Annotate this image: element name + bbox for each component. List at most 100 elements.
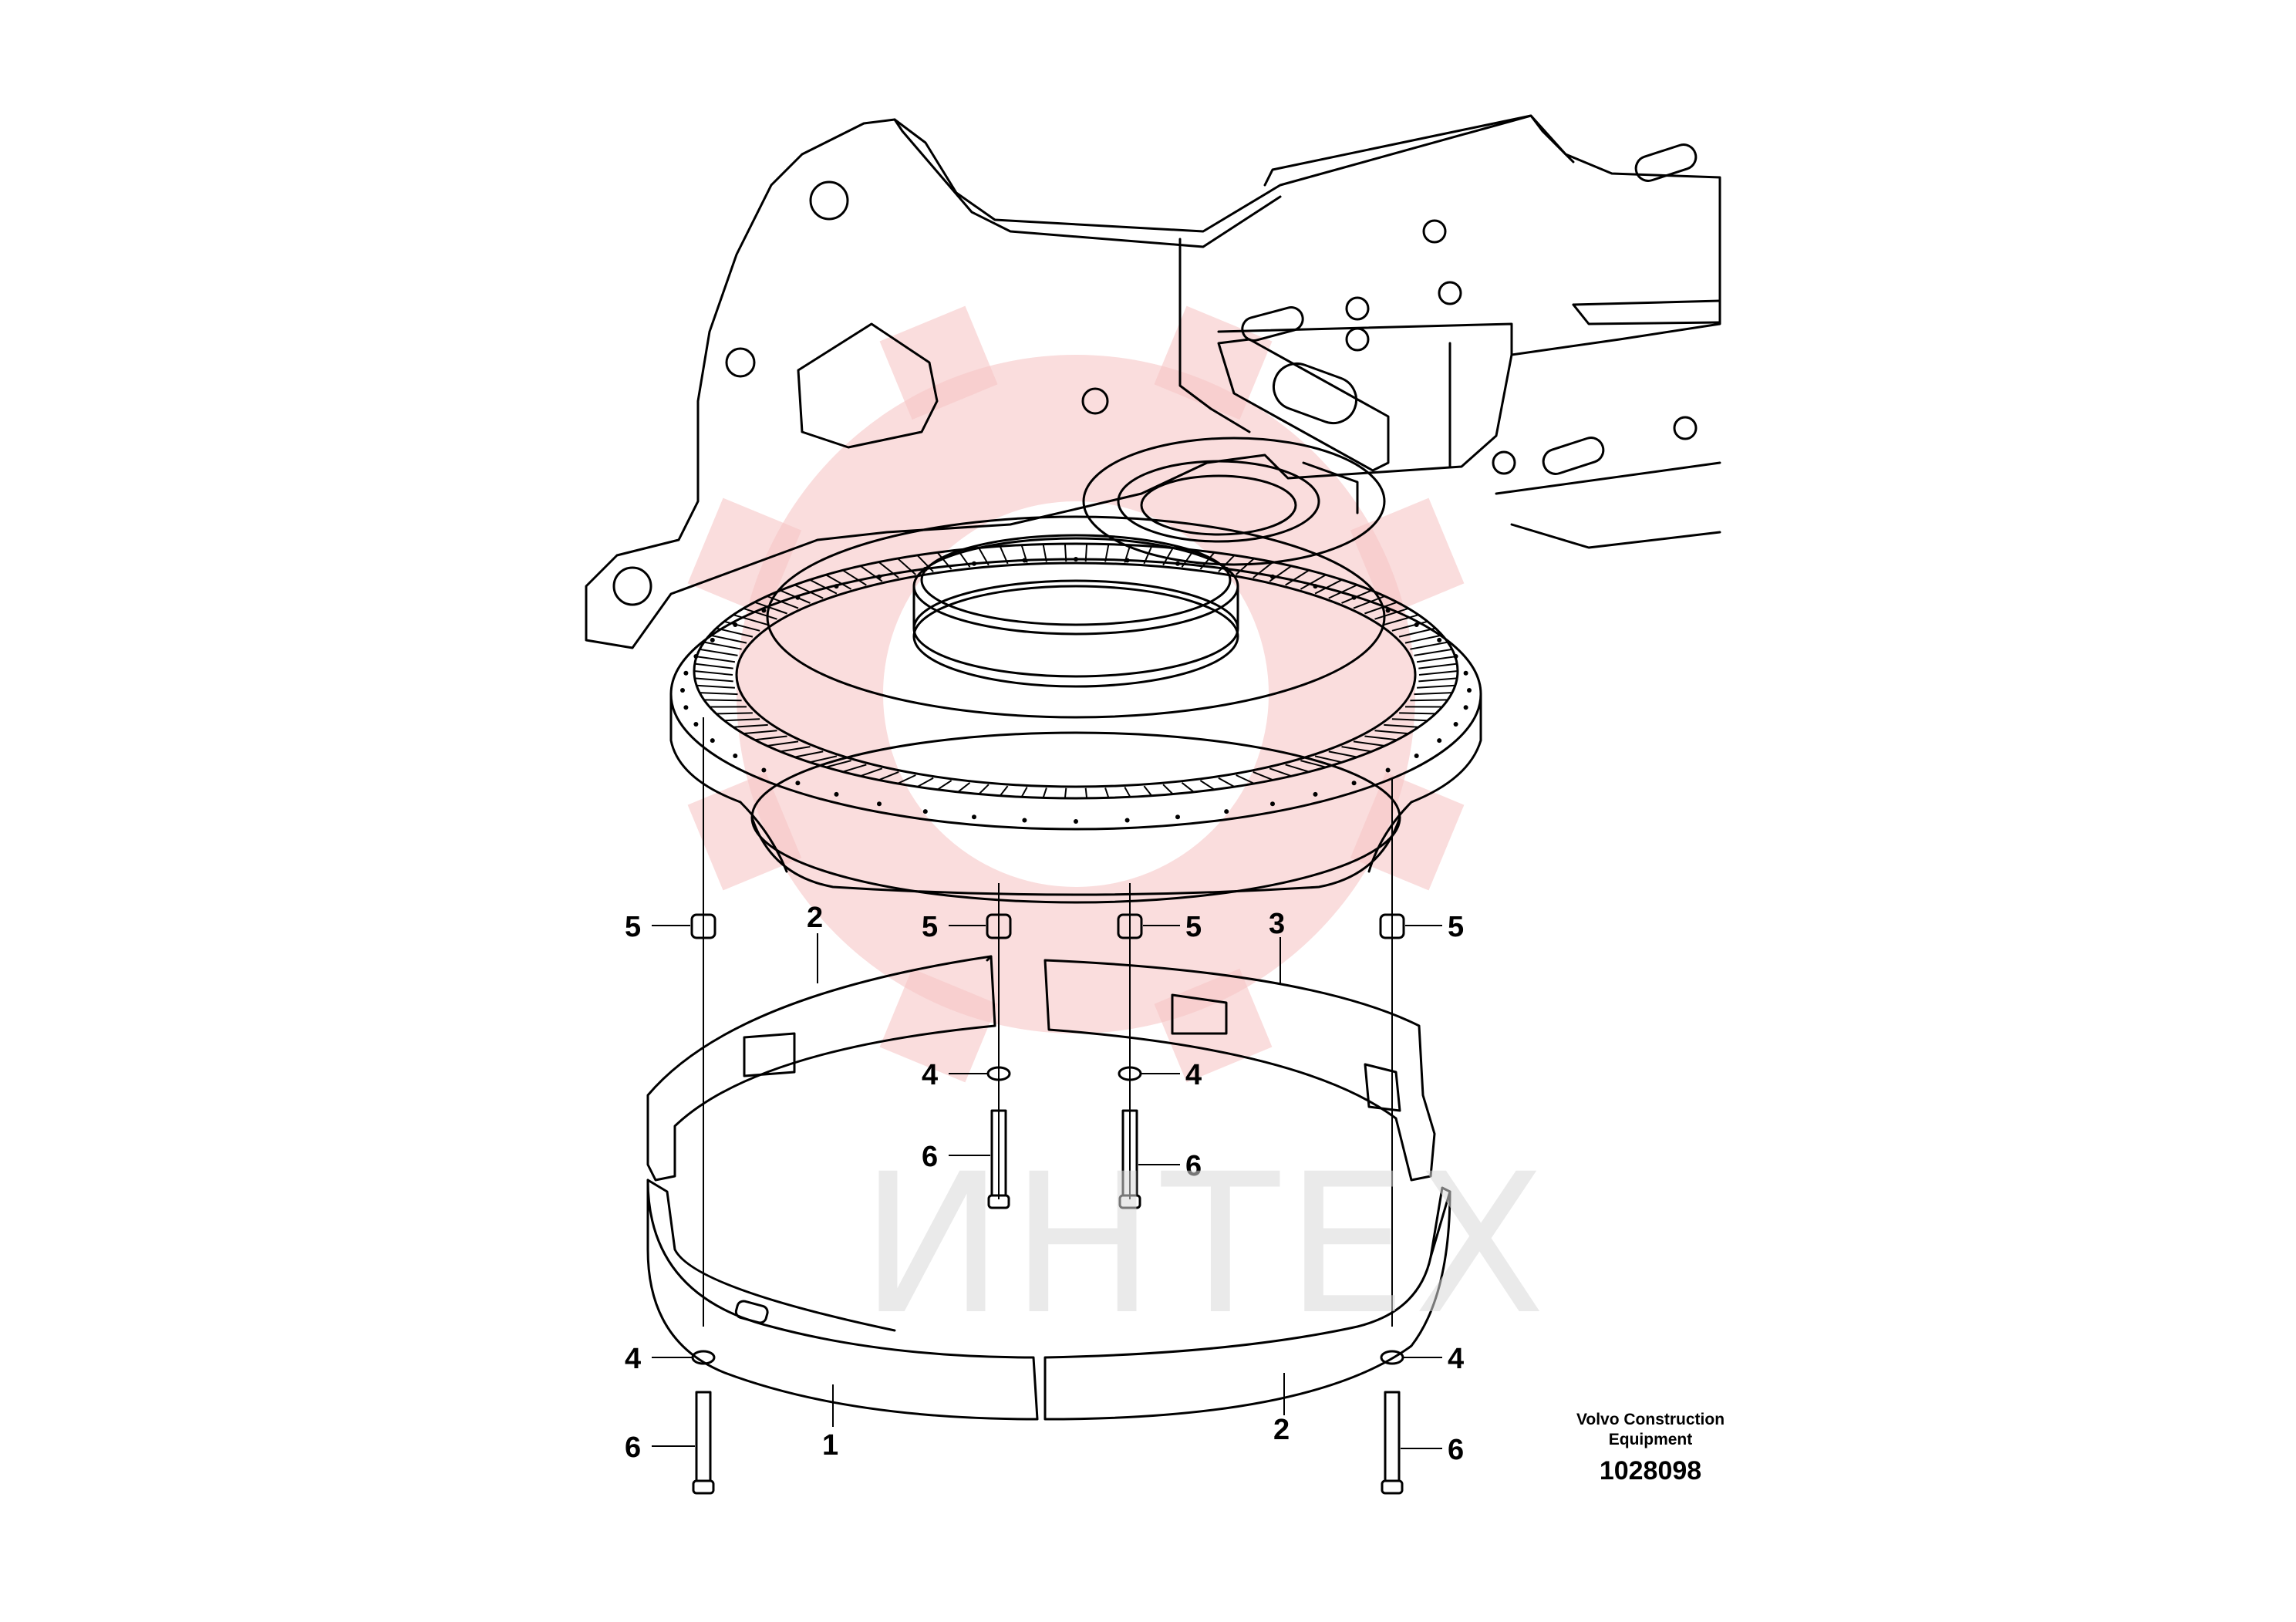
ring-tooth [780,746,811,753]
ring-tooth [1414,692,1452,696]
ring-bolt-hole [693,722,699,727]
ring-tooth [1199,551,1215,570]
ring-tooth [916,555,934,572]
ring-tooth [693,670,733,676]
ring-tooth [1364,601,1397,615]
ring-tooth [1417,684,1455,689]
ring-bolt-hole [761,767,767,773]
ring-bolt-hole [1022,558,1027,563]
guard-segment-3 [1043,959,1436,1182]
callout-2: 2 [807,902,823,934]
ring-tooth [1084,544,1088,562]
ring-tooth [1328,584,1358,599]
ring-tooth [1104,544,1110,562]
ring-tooth [1064,787,1067,799]
ring-tooth [1418,663,1458,669]
ring-bolt-hole [1074,819,1078,824]
ring-bolt-hole [877,801,882,807]
ring-tooth [1391,620,1428,632]
callout-2: 2 [1273,1414,1290,1446]
guard-segment-2-lower [1043,1186,1451,1421]
ring-tooth [794,584,824,599]
ring-tooth [754,601,787,615]
callout-4: 4 [1185,1059,1202,1091]
callout-4: 4 [1448,1343,1464,1375]
gear-tooth [879,305,998,420]
gear-tooth [687,497,802,616]
ring-tooth [1181,549,1195,568]
ring-tooth [936,551,952,570]
ring-tooth [1162,547,1174,566]
gear-tooth [879,968,998,1083]
ring-bolt-hole [1414,622,1419,627]
washer-4-d-icon [1380,1350,1404,1365]
ring-tooth [842,764,867,773]
ring-tooth [809,755,838,764]
ring-bolt-hole [1224,809,1229,814]
ring-tooth [1314,578,1343,595]
ring-bolt-hole [680,688,685,693]
ring-bolt-hole [1074,557,1078,561]
ring-tooth [754,735,787,741]
ring-tooth [1328,750,1357,758]
gear-tooth [1350,497,1465,616]
ring-bolt-hole [1351,781,1357,786]
gear-tooth [687,772,802,891]
ring-bolt-hole [1463,670,1468,676]
ring-tooth [1341,589,1372,604]
ring-bolt-hole [1467,688,1472,693]
ring-tooth [1374,607,1409,620]
ring-tooth [767,595,799,609]
ring-tooth [694,677,733,683]
ring-tooth [1124,787,1131,798]
ring-tooth [743,730,777,735]
ring-tooth [978,547,990,566]
ring-tooth [897,558,916,575]
ring-tooth [1162,784,1174,795]
ring-bolt-hole [834,791,839,797]
ring-tooth [1042,544,1047,562]
callout-1: 1 [822,1429,838,1462]
ring-tooth [1384,614,1419,626]
ring-bolt-hole [710,738,715,744]
ring-tooth [1418,670,1458,676]
ring-tooth [897,774,916,784]
leader-lines [652,925,1442,1449]
ring-tooth [716,627,754,638]
bolt-6-c-icon [692,1391,715,1495]
ring-tooth [703,641,742,650]
ring-bolt-hole [834,584,839,589]
ring-bolt-hole [693,654,699,659]
ring-tooth [1353,740,1385,747]
ring-bolt-hole [1385,608,1391,613]
ring-tooth [1374,730,1409,735]
callout-6: 6 [1448,1434,1464,1466]
ring-bolt-hole [1414,754,1419,758]
ring-tooth [1418,677,1458,683]
ring-tooth [860,767,883,777]
callout-3: 3 [1269,908,1285,940]
ring-bolt-hole [1351,595,1357,600]
ring-tooth [1300,760,1327,768]
ring-bolt-hole [1385,767,1391,773]
ring-tooth [1341,746,1372,753]
ring-bolt-hole [1453,722,1458,727]
ring-tooth [1414,648,1452,656]
callout-6: 6 [625,1431,641,1464]
ring-tooth [709,634,747,644]
callout-5: 5 [1185,911,1202,943]
ring-bolt-hole [1124,818,1130,823]
ring-bolt-hole [1463,705,1468,710]
callouts: 5 2 5 5 3 5 4 4 6 6 4 4 1 2 6 6 [625,902,1464,1466]
ring-bolt-hole [972,814,976,820]
ring-tooth [723,718,760,722]
ring-bolt-hole [733,754,738,758]
ring-tooth [1218,777,1236,787]
bolt-6-d-icon [1381,1391,1404,1495]
upper-frame [585,114,1721,649]
ring-bolt-hole [733,622,738,627]
ring-tooth [1398,627,1436,638]
guard-segment-1 [646,1179,1039,1421]
ring-bolt-hole [683,670,689,676]
